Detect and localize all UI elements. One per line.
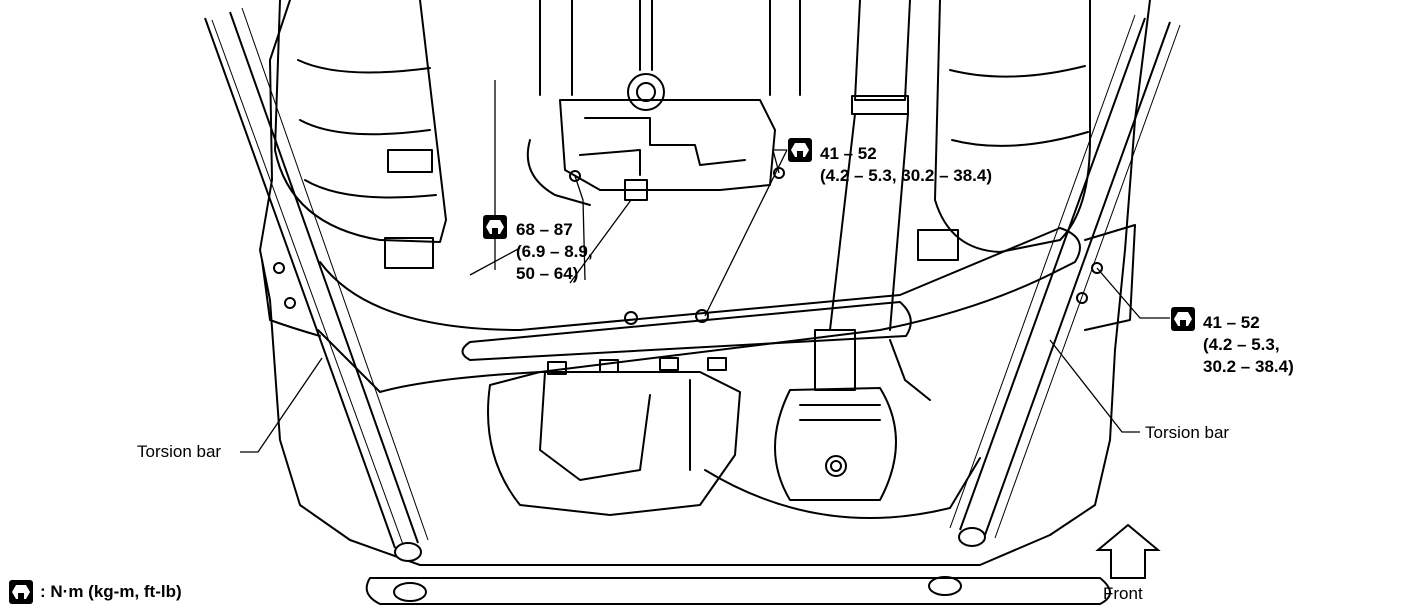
torque-callout-upper-right: 41 – 52 (4.2 – 5.3, 30.2 – 38.4) [820,143,992,187]
front-label: Front [1103,584,1143,603]
right-cylinder [934,0,1091,253]
torsion-bar-label-left: Torsion bar [137,442,222,461]
torque-callout-right: 41 – 52 (4.2 – 5.3, 30.2 – 38.4) [1203,312,1294,378]
torsion-bar-left [204,7,429,551]
flange-bolt [825,455,847,477]
leader-lines [240,80,1170,453]
legend-text: : N·m (kg-m, ft-lb) [40,582,182,601]
torque-wrench-icon [1171,307,1195,331]
flange-housing [774,387,897,501]
torque-value: 41 – 52 [1203,313,1260,332]
torque-wrench-icon [788,138,812,162]
torsion-bar-right [949,14,1181,539]
center-tube-left [539,0,573,96]
torque-value: 41 – 52 [820,144,877,163]
center-tube-right [769,0,801,96]
torque-callout-left: 68 – 87 (6.9 – 8.9, 50 – 64) [516,219,593,285]
torsion-bar-label-right: Torsion bar [1145,423,1230,442]
torque-conversion: (6.9 – 8.9, [516,242,593,261]
torsion-bar-right-end [958,527,986,547]
torque-conversion: (4.2 – 5.3, [1203,335,1280,354]
lower-frame-rail [365,577,1111,605]
torsion-bar-left-end [394,542,422,562]
lower-mount-right [928,576,962,596]
torque-wrench-icon [483,215,507,239]
shock-column [854,0,911,101]
left-cylinder [274,0,447,243]
torque-value: 68 – 87 [516,220,573,239]
shift-rod [639,0,653,71]
torque-conversion: 50 – 64) [516,264,579,283]
torque-wrench-icon [9,580,33,604]
lower-mount-left [393,582,427,602]
legend: : N·m (kg-m, ft-lb) [8,578,182,606]
crossmember [317,227,1081,393]
rear-housing [487,371,741,516]
front-arrow [1095,523,1161,579]
shift-ring [627,73,665,111]
underbody-outline [259,0,1151,566]
torque-conversion: (4.2 – 5.3, 30.2 – 38.4) [820,166,993,185]
torque-conversion: 30.2 – 38.4) [1203,357,1294,376]
